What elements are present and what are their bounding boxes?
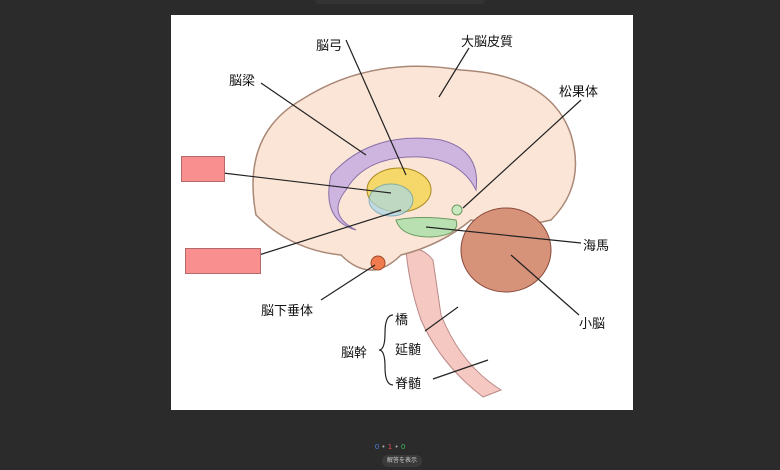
top-handle — [315, 0, 485, 4]
cerebellum-shape — [460, 207, 552, 293]
other-count: 0 — [400, 443, 406, 451]
wrong-count: 1 — [387, 443, 393, 451]
label-fornix: 脳弓 — [316, 39, 343, 54]
separator: • — [381, 443, 386, 451]
brain-diagram: 脳弓 大脳皮質 脳梁 松果体 海馬 脳下垂体 小脳 橋 脳幹 延髄 脊髄 — [171, 15, 633, 410]
label-pons: 橋 — [395, 313, 409, 328]
pituitary-shape — [370, 255, 386, 271]
label-hippocampus: 海馬 — [583, 239, 610, 254]
label-cerebellum: 小脳 — [579, 317, 606, 332]
answer-blank-2[interactable] — [185, 248, 261, 274]
answer-blank-1[interactable] — [181, 156, 225, 182]
corpus-callosum-shape — [328, 137, 478, 231]
label-spinal-cord: 脊髄 — [395, 377, 422, 392]
label-brainstem: 脳幹 — [341, 346, 368, 361]
brain-illustration — [222, 39, 582, 398]
label-medulla: 延髄 — [395, 343, 422, 358]
label-pituitary: 脳下垂体 — [261, 304, 314, 319]
score-counter: 0 • 1 • 0 — [0, 443, 780, 451]
label-cerebral-cortex: 大脳皮質 — [461, 35, 514, 50]
pineal-shape — [451, 204, 463, 216]
brainstem-shape — [405, 248, 503, 398]
label-pineal-body: 松果体 — [559, 85, 599, 100]
separator: • — [394, 443, 399, 451]
show-answer-button[interactable]: 解答を表示 — [382, 455, 422, 467]
correct-count: 0 — [374, 443, 380, 451]
label-corpus-callosum: 脳梁 — [229, 74, 256, 89]
